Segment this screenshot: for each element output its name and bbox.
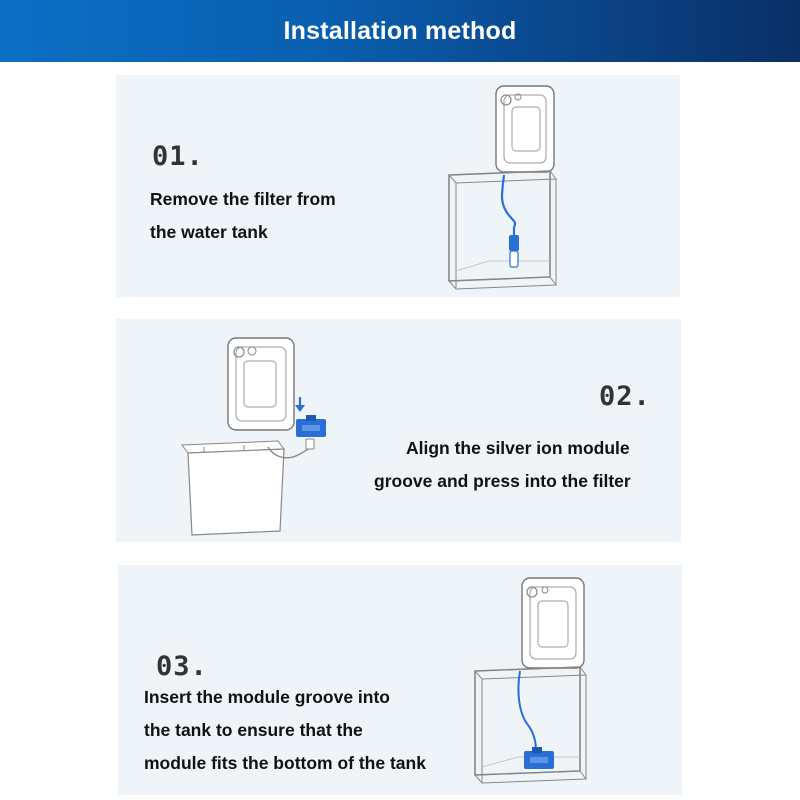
silver-ion-module-icon [295, 397, 326, 437]
tank-lid-icon [227, 337, 295, 431]
step-3-illustration [473, 577, 587, 784]
step-3-line-2: the tank to ensure that the [144, 720, 363, 740]
step-2-line-2: groove and press into the filter [374, 471, 631, 491]
step-3-description: Insert the module groove into the tank t… [144, 681, 426, 780]
silver-ion-module-icon [524, 747, 554, 769]
water-tank-icon [181, 440, 285, 536]
step-3-line-1: Insert the module groove into [144, 687, 390, 707]
step-1-number: 01. [152, 141, 204, 172]
filter-icon [500, 174, 519, 268]
step-1-line-2: the water tank [150, 222, 268, 242]
step-1-illustration [447, 85, 557, 290]
water-tank-icon [447, 170, 557, 290]
step-2-description: Align the silver ion module groove and p… [374, 432, 631, 498]
step-2-panel: 02. Align the silver ion module groove a… [116, 319, 681, 542]
tank-lid-icon [495, 85, 555, 173]
step-3-panel: 03. Insert the module groove into the ta… [118, 565, 682, 795]
step-1-description: Remove the filter from the water tank [150, 183, 336, 249]
step-1-line-1: Remove the filter from [150, 189, 336, 209]
page-header: Installation method [0, 0, 800, 62]
step-3-number: 03. [156, 651, 208, 682]
step-2-number: 02. [599, 381, 651, 412]
step-2-illustration [181, 337, 326, 536]
water-tank-icon [473, 666, 587, 784]
page-title: Installation method [283, 16, 517, 45]
step-3-line-3: module fits the bottom of the tank [144, 753, 426, 773]
tank-lid-icon [521, 577, 585, 669]
step-2-line-1: Align the silver ion module [406, 438, 630, 458]
step-1-panel: 01. Remove the filter from the water tan… [116, 75, 680, 297]
